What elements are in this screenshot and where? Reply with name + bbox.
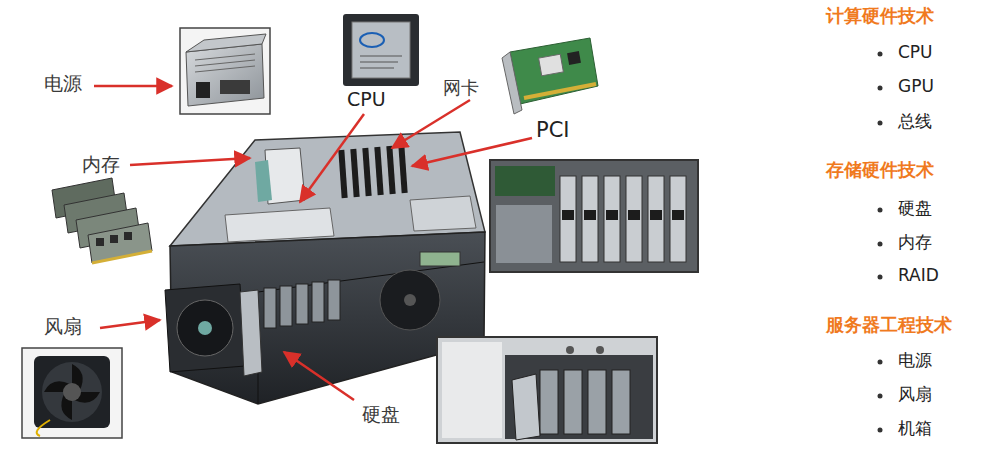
part-label: 硬盘: [362, 403, 400, 426]
list-item: 风扇: [898, 384, 932, 404]
part-label: 电源: [44, 72, 82, 95]
list-item: 内存: [898, 232, 932, 252]
part-label: PCI: [536, 118, 570, 143]
bullets: [878, 52, 883, 433]
part-label: 内存: [82, 153, 120, 176]
list-item: RAID: [898, 265, 939, 285]
list-item: 总线: [898, 111, 932, 131]
list-item: 机箱: [898, 418, 932, 438]
pci-slot-photo: [490, 160, 698, 272]
list-item: GPU: [898, 76, 934, 96]
section-heading: 存储硬件技术: [826, 159, 934, 181]
part-label: CPU: [347, 88, 386, 111]
cpu-photo: [343, 14, 419, 86]
leader-arrows: [94, 86, 532, 400]
nic-photo: [502, 38, 598, 114]
fan-photo: [22, 348, 122, 438]
section-heading: 计算硬件技术: [826, 5, 934, 27]
psu-photo: [180, 28, 270, 114]
list-item: CPU: [898, 42, 933, 62]
list-item: 硬盘: [898, 198, 932, 218]
memory-photo: [52, 178, 152, 263]
section-heading: 服务器工程技术: [826, 314, 952, 336]
part-label: 网卡: [443, 77, 479, 99]
list-item: 电源: [898, 350, 932, 370]
disk-bay-photo: [437, 337, 657, 443]
part-label: 风扇: [44, 315, 82, 338]
